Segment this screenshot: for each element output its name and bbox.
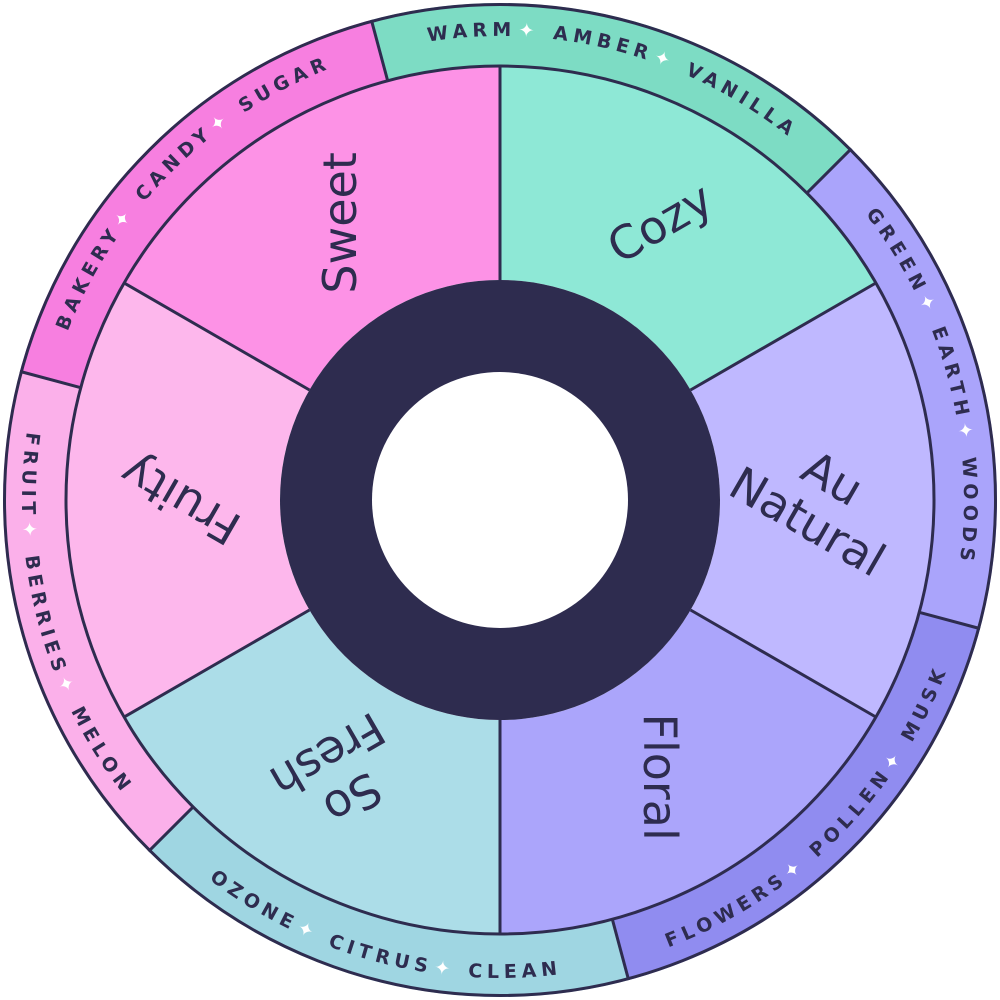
middle-border (64, 64, 936, 936)
sparkle-separator-icon: ✦ (953, 421, 978, 445)
inner-ring (65, 66, 934, 934)
segment-divider (689, 281, 877, 392)
segment-fruity (65, 283, 310, 717)
center-hub (280, 280, 720, 720)
segment-divider (689, 608, 877, 719)
segment-floral (500, 610, 876, 934)
ring-divider (369, 19, 390, 82)
segment-label-sweet: Sweet (313, 152, 367, 293)
ring-band-floral (612, 612, 981, 981)
segment-label-floral: Floral (633, 713, 687, 840)
sparkle-separator-icon: ✦ (651, 46, 678, 74)
hub-hole (372, 372, 628, 628)
ring-divider (19, 369, 82, 390)
ring-divider (805, 147, 853, 195)
ring-band-au-natural (806, 148, 997, 629)
segment-sweet (124, 66, 501, 390)
ring-band-fruity (2, 371, 194, 852)
sparkle-separator-icon: ✦ (913, 291, 942, 319)
sparkle-separator-icon: ✦ (518, 19, 540, 42)
ring-note: CLEAN (468, 957, 563, 983)
segment-label-line: Floral (633, 713, 687, 840)
sparkle-separator-icon: ✦ (52, 673, 80, 701)
sparkle-separator-icon: ✦ (17, 521, 40, 543)
ring-note: WOODS (955, 456, 982, 567)
ring-band-so-fresh (148, 806, 629, 997)
ring-divider (610, 918, 631, 981)
segment-so-fresh (124, 610, 501, 934)
segment-label-line: Sweet (313, 152, 367, 293)
ring-note: FRUIT (17, 431, 44, 520)
segment-au-natural (690, 283, 934, 717)
segment-divider (123, 608, 311, 719)
outer-ring (2, 3, 997, 997)
segment-divider (123, 281, 311, 392)
wheel-outlines (3, 3, 997, 997)
segment-cozy (500, 66, 876, 390)
sparkle-separator-icon: ✦ (433, 957, 456, 981)
ring-band-cozy (371, 3, 852, 194)
ring-divider (918, 610, 981, 631)
ring-band-sweet (19, 19, 388, 388)
outer-border (3, 3, 997, 997)
ring-divider (147, 805, 195, 853)
